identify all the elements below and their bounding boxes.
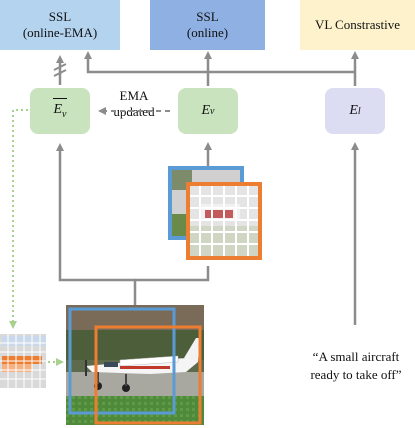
image-to-patches-line xyxy=(135,266,210,282)
ema-label-line1: EMA xyxy=(119,88,149,103)
ema-visual-encoder: Ev xyxy=(30,88,90,134)
ssl-online-head: SSL (online) xyxy=(150,0,265,50)
ema-encoder-symbol: E xyxy=(53,102,63,118)
text-caption: “A small aircraft ready to take off” xyxy=(300,348,412,384)
view2-patch-grid xyxy=(186,182,262,260)
image-to-ema-encoder-arrow xyxy=(56,143,137,305)
text-encoder-subscript: l xyxy=(357,105,361,117)
masked-patch-grid xyxy=(0,334,46,388)
head-arrows xyxy=(56,51,359,86)
vl-contrastive-label: VL Constrastive xyxy=(314,17,401,32)
ema-encoder-subscript: v xyxy=(62,108,67,120)
caption-line2: ready to take off” xyxy=(310,367,402,382)
airplane-shape xyxy=(85,338,200,392)
ssl-online-line2: (online) xyxy=(186,25,229,40)
ssl-online-ema-head: SSL (online-EMA) xyxy=(0,0,120,50)
ssl-ema-line1: SSL xyxy=(48,9,72,24)
stop-gradient-icon xyxy=(53,63,67,77)
ssl-ema-line2: (online-EMA) xyxy=(22,25,98,40)
online-encoder-subscript: v xyxy=(210,105,215,117)
text-encoder-symbol: E xyxy=(349,103,358,118)
online-to-ssl-ema-arrow xyxy=(84,51,208,74)
ssl-online-line1: SSL xyxy=(196,9,219,24)
online-encoder-symbol: E xyxy=(201,103,211,118)
aircraft-photo xyxy=(66,305,204,425)
ema-to-mask-dotted-arrow xyxy=(9,109,28,329)
vl-contrastive-head: VL Constrastive xyxy=(300,0,415,50)
caption-line1: “A small aircraft xyxy=(312,349,400,364)
